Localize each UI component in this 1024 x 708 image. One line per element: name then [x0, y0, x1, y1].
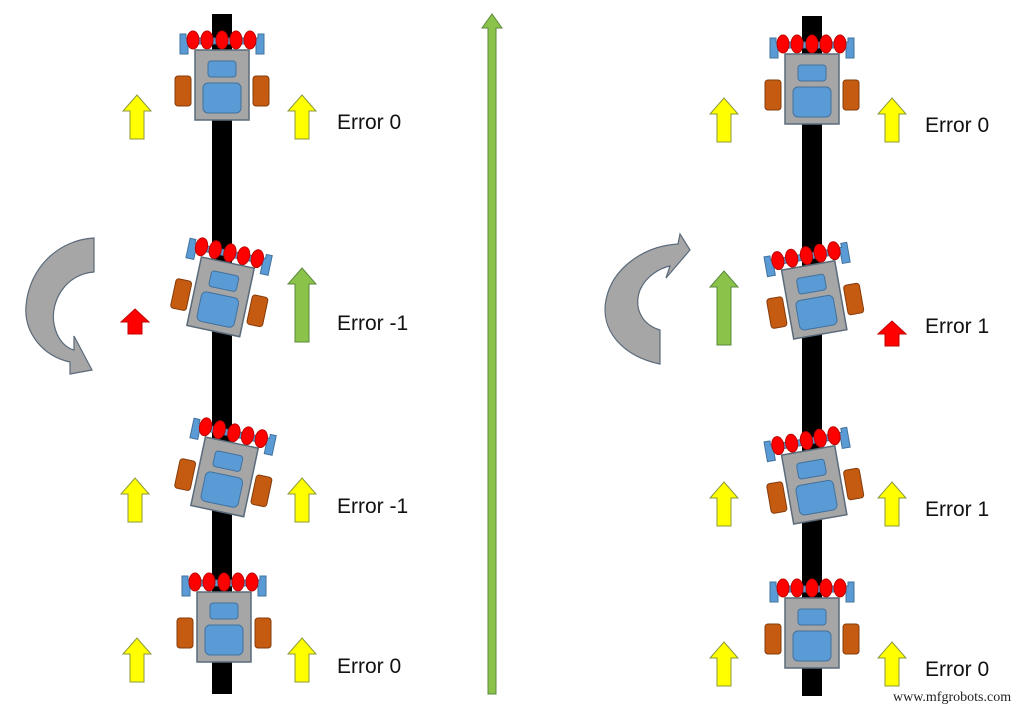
left-row1-error-label: Error 0	[337, 111, 402, 134]
right-row4-right-speed-arrow-icon	[877, 641, 907, 687]
left-row3-right-speed-arrow-icon	[287, 477, 317, 523]
right-row4-robot-icon	[764, 578, 860, 669]
right-row1-right-speed-arrow-icon	[877, 97, 907, 143]
rotate-counterclockwise-icon	[25, 237, 95, 375]
left-row2-robot-icon	[166, 233, 279, 342]
right-row1-left-speed-arrow-icon	[709, 97, 739, 143]
left-row3-left-speed-arrow-icon	[120, 477, 150, 523]
left-row4-right-speed-arrow-icon	[287, 637, 317, 683]
left-row2-left-speed-arrow-icon	[120, 308, 150, 335]
left-row1-right-speed-arrow-icon	[287, 94, 317, 140]
right-row2-error-label: Error 1	[925, 315, 990, 338]
right-row4-left-speed-arrow-icon	[709, 641, 739, 687]
right-row3-robot-icon	[757, 422, 868, 529]
left-row2-right-speed-arrow-icon	[287, 267, 317, 343]
left-row2-error-label: Error -1	[337, 312, 409, 335]
left-row3-error-label: Error -1	[337, 495, 409, 518]
left-track-line	[212, 14, 232, 694]
watermark: www.mfgrobots.com	[893, 690, 1012, 705]
left-row1-robot-icon	[174, 30, 270, 121]
left-row4-left-speed-arrow-icon	[122, 637, 152, 683]
right-row3-error-label: Error 1	[925, 498, 990, 521]
left-row4-robot-icon	[176, 572, 272, 663]
right-row2-right-speed-arrow-icon	[877, 320, 907, 347]
right-row4-error-label: Error 0	[925, 658, 990, 681]
left-row4-error-label: Error 0	[337, 655, 402, 678]
left-row1-left-speed-arrow-icon	[122, 94, 152, 140]
center-divider-arrow-icon	[481, 13, 503, 695]
right-track-line	[802, 16, 822, 696]
rotate-clockwise-icon	[604, 232, 691, 365]
right-row2-robot-icon	[757, 237, 868, 344]
left-row3-robot-icon	[170, 413, 283, 522]
right-row1-error-label: Error 0	[925, 114, 990, 137]
right-row3-left-speed-arrow-icon	[709, 481, 739, 527]
right-row3-right-speed-arrow-icon	[877, 481, 907, 527]
right-row1-robot-icon	[764, 34, 860, 125]
right-row2-left-speed-arrow-icon	[709, 270, 739, 346]
